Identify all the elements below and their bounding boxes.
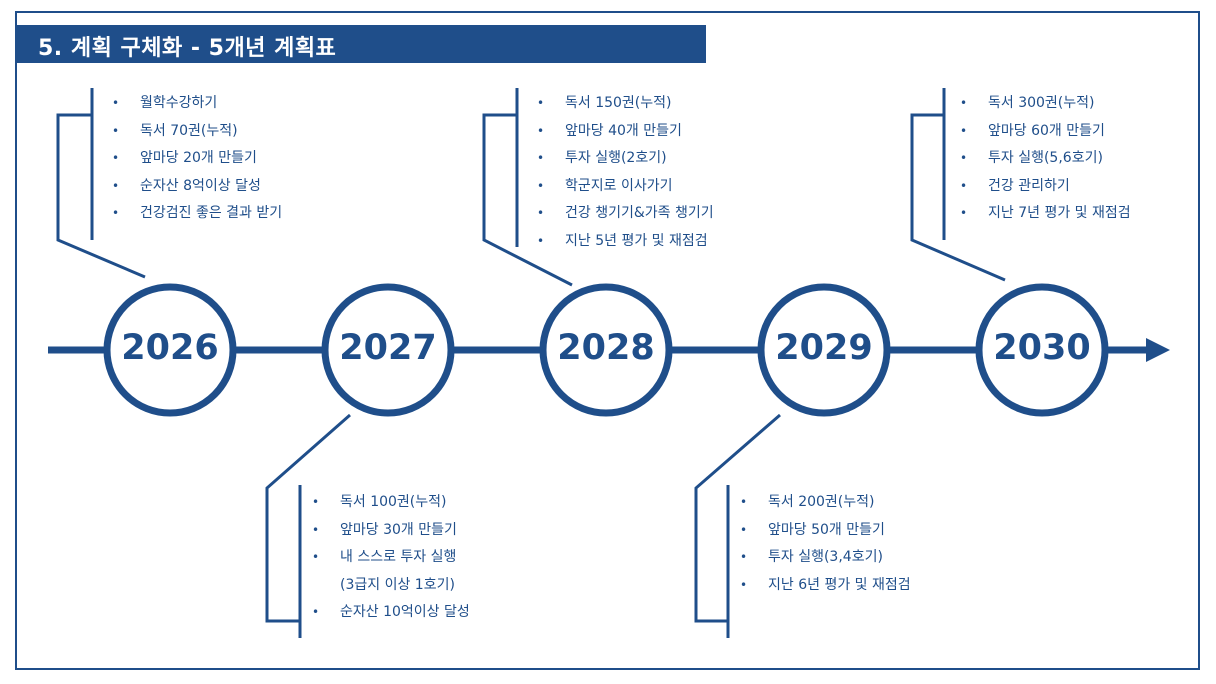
connector-2028 <box>482 88 573 287</box>
goal-list-2029: •독서 200권(누적) •앞마당 50개 만들기 •투자 실행(3,4호기) … <box>740 489 911 599</box>
goal-list-2026: •월학수강하기 •독서 70권(누적) •앞마당 20개 만들기 •순자산 8억… <box>112 90 282 228</box>
year-label-2029: 2029 <box>775 328 873 368</box>
list-item: (3급지 이상 1호기) <box>340 576 455 593</box>
list-item: •건강 관리하기 <box>960 177 1070 194</box>
list-item: •앞마당 40개 만들기 <box>537 122 682 139</box>
list-item: •지난 6년 평가 및 재점검 <box>740 576 911 593</box>
list-item: •순자산 10억이상 달성 <box>312 604 470 620</box>
year-circle-2026 <box>103 283 237 417</box>
slide-frame <box>15 11 1200 670</box>
list-item: •독서 300권(누적) <box>960 95 1095 111</box>
list-item: •투자 실행(2호기) <box>537 150 667 166</box>
page-title: 5. 계획 구체화 - 5개년 계획표 <box>38 36 337 61</box>
connector-2029 <box>694 413 781 638</box>
list-item: •월학수강하기 <box>112 95 218 111</box>
year-circle-2028 <box>539 283 673 417</box>
year-label-2027: 2027 <box>339 328 437 368</box>
list-item: •앞마당 60개 만들기 <box>960 122 1105 139</box>
list-item: •건강 챙기기&가족 챙기기 <box>537 205 714 221</box>
connector-2026 <box>56 88 146 279</box>
year-label-2030: 2030 <box>993 328 1091 368</box>
year-circle-2030 <box>975 283 1109 417</box>
list-item: •지난 5년 평가 및 재점검 <box>537 232 708 249</box>
list-item: •앞마당 30개 만들기 <box>312 521 457 538</box>
list-item: •투자 실행(3,4호기) <box>740 549 883 565</box>
year-label-2028: 2028 <box>557 328 655 368</box>
list-item: •내 스스로 투자 실행 <box>312 549 457 565</box>
year-circle-2029 <box>757 283 891 417</box>
connector-2030 <box>910 88 1006 282</box>
list-item: •앞마당 50개 만들기 <box>740 521 885 538</box>
list-item: •순자산 8억이상 달성 <box>112 177 261 194</box>
arrow-head-icon <box>1146 338 1170 362</box>
list-item: •독서 150권(누적) <box>537 95 672 111</box>
list-item: •독서 70권(누적) <box>112 122 238 139</box>
list-item: •앞마당 20개 만들기 <box>112 150 257 166</box>
year-label-2026: 2026 <box>121 328 219 368</box>
list-item: •건강검진 좋은 결과 받기 <box>112 205 283 221</box>
goal-list-2027: •독서 100권(누적) •앞마당 30개 만들기 •내 스스로 투자 실행 (… <box>312 489 470 627</box>
goal-list-2028: •독서 150권(누적) •앞마당 40개 만들기 •투자 실행(2호기) •학… <box>537 90 714 255</box>
list-item: •지난 7년 평가 및 재점검 <box>960 205 1131 221</box>
connector-2027 <box>265 413 351 638</box>
goal-list-2030: •독서 300권(누적) •앞마당 60개 만들기 •투자 실행(5,6호기) … <box>960 90 1131 228</box>
list-item: •투자 실행(5,6호기) <box>960 150 1103 166</box>
title-bar: 5. 계획 구체화 - 5개년 계획표 <box>16 25 706 63</box>
year-circle-2027 <box>321 283 455 417</box>
list-item: •독서 200권(누적) <box>740 494 875 510</box>
list-item: •독서 100권(누적) <box>312 494 447 510</box>
list-item: •학군지로 이사가기 <box>537 177 673 194</box>
